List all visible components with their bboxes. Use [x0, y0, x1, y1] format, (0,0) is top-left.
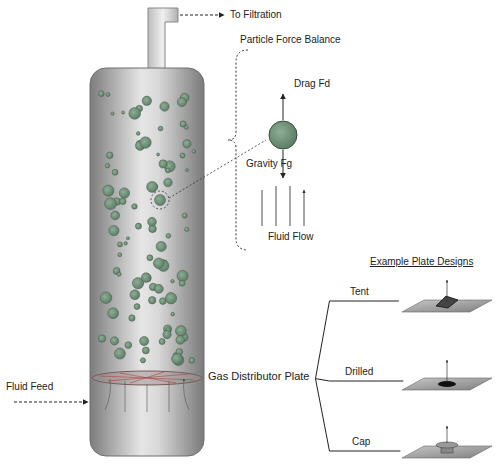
- particle: [106, 93, 110, 97]
- particle: [114, 348, 125, 359]
- particle: [98, 335, 105, 342]
- particle: [148, 297, 155, 304]
- distributor-plate: [92, 371, 202, 412]
- particle: [141, 273, 151, 283]
- particle: [98, 91, 104, 97]
- particle: [103, 185, 114, 196]
- feed-arrow: [14, 402, 88, 403]
- particle: [157, 153, 160, 156]
- particle: [185, 227, 189, 231]
- particle: [122, 111, 125, 114]
- particle: [176, 326, 187, 337]
- particle: [104, 198, 116, 210]
- drilled-plate: [402, 360, 492, 390]
- particle: [129, 107, 141, 119]
- cap-plate: [402, 426, 492, 458]
- particle: [119, 188, 129, 198]
- particle: [118, 253, 122, 257]
- particle: [159, 160, 167, 168]
- particle: [166, 233, 171, 238]
- branch-line: [315, 379, 400, 451]
- particle: [165, 293, 176, 304]
- particle: [117, 272, 121, 276]
- particle: [100, 292, 112, 304]
- particle: [176, 336, 185, 345]
- branch-line: [315, 301, 398, 379]
- particle: [112, 169, 118, 175]
- particle: [129, 315, 135, 321]
- particle: [130, 290, 140, 300]
- particle: [158, 126, 163, 131]
- particle: [136, 132, 140, 136]
- particle: [153, 258, 164, 269]
- branch-line: [315, 379, 403, 381]
- particle: [171, 312, 175, 316]
- particle: [111, 112, 114, 115]
- particle: [159, 339, 165, 345]
- particle: [183, 140, 191, 148]
- outlet-arrow: [180, 15, 224, 16]
- particle: [119, 198, 126, 205]
- label: Particle Force Balance: [240, 34, 341, 46]
- particle: [117, 242, 122, 247]
- particle: [105, 163, 110, 168]
- outlet-pipe: [148, 8, 178, 72]
- label: Example Plate Designs: [370, 256, 473, 268]
- particle: [180, 153, 185, 158]
- tent-plate: [402, 280, 492, 312]
- particle: [110, 337, 118, 345]
- label: Drag Fd: [294, 78, 330, 90]
- label: Fluid Flow: [268, 231, 314, 243]
- particle-highlight: [151, 191, 169, 209]
- label: Gas Distributor Plate: [208, 370, 309, 383]
- particle: [132, 204, 138, 210]
- particle: [165, 168, 170, 173]
- particle: [156, 241, 166, 251]
- particle: [171, 279, 174, 282]
- particle: [142, 347, 149, 354]
- particle: [155, 195, 166, 206]
- particle: [124, 242, 128, 246]
- label: Fluid Feed: [6, 381, 53, 393]
- particle: [140, 137, 152, 149]
- particle: [140, 358, 145, 363]
- label: Drilled: [345, 366, 373, 378]
- particle: [163, 330, 171, 338]
- particle: [140, 336, 149, 345]
- particle: [142, 96, 151, 105]
- reactor-vessel: [90, 68, 204, 456]
- particle: [160, 102, 169, 111]
- particle: [106, 152, 113, 159]
- particle: [134, 304, 140, 310]
- particle: [147, 255, 153, 261]
- particle: [135, 223, 141, 229]
- particles: [98, 91, 195, 366]
- particle: [172, 353, 183, 364]
- particle: [154, 284, 163, 293]
- particle: [177, 97, 186, 106]
- particle: [108, 308, 119, 319]
- particle: [185, 169, 188, 172]
- particle: [192, 150, 196, 154]
- label: To Filtration: [230, 9, 282, 21]
- particle: [189, 358, 195, 364]
- particle: [111, 211, 120, 220]
- particle: [125, 342, 132, 349]
- label: Cap: [352, 436, 370, 448]
- particle: [109, 225, 119, 235]
- particle: [179, 280, 185, 286]
- particle: [147, 181, 158, 192]
- detail-bracket: [228, 50, 248, 250]
- label: Gravity Fg: [246, 158, 292, 170]
- particle: [177, 270, 188, 281]
- particle: [182, 213, 187, 218]
- label: Tent: [350, 286, 369, 298]
- particle: [184, 125, 188, 129]
- particle: [164, 178, 173, 187]
- particle: [126, 237, 129, 240]
- particle: [148, 217, 157, 226]
